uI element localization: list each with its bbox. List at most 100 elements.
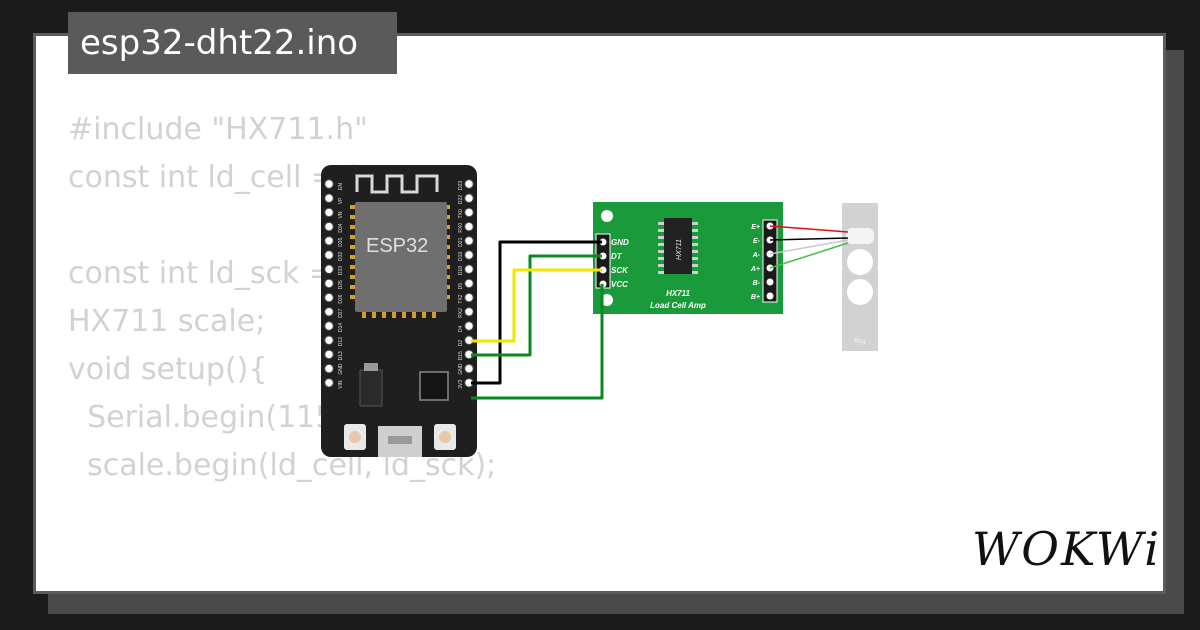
wire-gnd[interactable] bbox=[471, 240, 602, 385]
esp32-pin-label: VIN bbox=[338, 380, 344, 389]
esp32-pin[interactable] bbox=[464, 278, 474, 289]
boot-button[interactable] bbox=[344, 424, 366, 450]
wire-dt[interactable] bbox=[471, 254, 602, 357]
esp32-pin[interactable] bbox=[324, 193, 334, 203]
sketch-title: esp32-dht22.ino bbox=[68, 12, 397, 74]
esp32-right-header: D23D22TX0RX0D21D19D18D5TX2RX2D4D2D15GND3… bbox=[458, 179, 474, 389]
esp32-pin[interactable] bbox=[324, 207, 334, 218]
hx711-pin[interactable] bbox=[599, 238, 607, 246]
strain-gauge bbox=[846, 228, 874, 244]
wire-a-minus[interactable] bbox=[769, 239, 849, 255]
esp32-pin-label: D5 bbox=[458, 283, 464, 290]
hx711-pin-label: VCC bbox=[611, 280, 628, 289]
esp32-pin[interactable] bbox=[464, 193, 474, 203]
load-cell[interactable]: 5kg bbox=[842, 203, 878, 351]
esp32-pin[interactable] bbox=[324, 378, 334, 388]
hx711-board-subtitle: Load Cell Amp bbox=[650, 301, 706, 310]
esp32-pin[interactable] bbox=[324, 307, 334, 317]
wire-e-plus[interactable] bbox=[769, 225, 849, 233]
esp32-pin-label: D26 bbox=[338, 294, 344, 303]
hx711-pin[interactable] bbox=[599, 266, 607, 274]
esp32-pin[interactable] bbox=[464, 307, 474, 317]
esp32-pin[interactable] bbox=[464, 363, 474, 374]
esp32-pin-label: D2 bbox=[458, 340, 464, 347]
esp32-pin-label: GND bbox=[458, 363, 464, 375]
esp32-pin[interactable] bbox=[324, 292, 334, 303]
esp32-pin[interactable] bbox=[324, 236, 334, 246]
esp32-pin-label: RX0 bbox=[458, 223, 464, 233]
esp32-pin-label: TX2 bbox=[458, 294, 464, 303]
esp32-pin[interactable] bbox=[324, 278, 334, 289]
usb-slot bbox=[388, 436, 412, 444]
esp32-pin-label: D32 bbox=[338, 252, 344, 261]
esp32-pin[interactable] bbox=[324, 221, 334, 232]
esp32-pin-label: D14 bbox=[338, 323, 344, 332]
esp32-pin[interactable] bbox=[464, 207, 474, 218]
esp32-pin-label: VP bbox=[338, 197, 344, 204]
hx711-pin[interactable] bbox=[766, 292, 774, 300]
wire-vcc[interactable] bbox=[471, 284, 604, 400]
esp32-pin[interactable] bbox=[464, 321, 474, 331]
hx711-right-pins: E+E-A-A+B-B+ bbox=[750, 222, 774, 301]
hx711-pin[interactable] bbox=[766, 278, 774, 286]
hx711-pin-label: E+ bbox=[751, 224, 760, 231]
esp32-pin[interactable] bbox=[324, 264, 334, 274]
esp32-pin[interactable] bbox=[464, 236, 474, 246]
hx711-pin[interactable] bbox=[599, 252, 607, 260]
esp32-pin-label: D21 bbox=[458, 237, 464, 246]
esp32-pin-label: D4 bbox=[458, 325, 464, 332]
reset-button[interactable] bbox=[434, 424, 456, 450]
esp32-pin-label: D22 bbox=[458, 195, 464, 204]
esp32-pin-label: D27 bbox=[338, 308, 344, 317]
hx711-board-label: HX711 bbox=[666, 289, 690, 298]
hx711-pin-label: B- bbox=[753, 280, 761, 287]
antenna-icon bbox=[355, 174, 439, 194]
mount-hole bbox=[601, 210, 613, 222]
esp32-pin-label: D35 bbox=[338, 237, 344, 246]
esp32-pin-label: D13 bbox=[338, 351, 344, 360]
esp32-pin[interactable] bbox=[324, 250, 334, 260]
code-line: void setup(){ bbox=[68, 352, 268, 387]
wire-a-plus[interactable] bbox=[769, 242, 849, 269]
esp32-pin[interactable] bbox=[464, 179, 474, 189]
mount-hole bbox=[601, 294, 613, 306]
esp32-pin-label: D25 bbox=[338, 280, 344, 289]
hx711-pin-label: B+ bbox=[751, 294, 760, 301]
esp32-pin[interactable] bbox=[324, 321, 334, 331]
usb-chip bbox=[419, 371, 449, 401]
wokwi-logo: WOKWi bbox=[972, 522, 1161, 576]
esp32-pin[interactable] bbox=[324, 179, 334, 189]
esp32-pin[interactable] bbox=[464, 264, 474, 274]
esp32-left-header: ENVPVND34D35D32D33D25D26D27D14D12D13GNDV… bbox=[324, 179, 344, 389]
esp32-pin-label: D15 bbox=[458, 351, 464, 360]
wire-e-minus[interactable] bbox=[769, 237, 849, 241]
esp32-pin-label: D23 bbox=[458, 181, 464, 190]
esp32-pin[interactable] bbox=[324, 363, 334, 374]
esp32-pin-label: D34 bbox=[338, 223, 344, 232]
load-cell-hole bbox=[847, 249, 873, 275]
esp32-module bbox=[355, 202, 447, 312]
load-cell-label: 5kg bbox=[854, 338, 865, 345]
wires bbox=[471, 225, 849, 400]
esp32-pin-label: EN bbox=[338, 183, 344, 190]
regulator-tab bbox=[364, 363, 378, 371]
hx711-pin-label: E- bbox=[753, 238, 761, 245]
esp32-pin-label: D12 bbox=[338, 337, 344, 346]
esp32-pin-label: GND bbox=[338, 363, 344, 375]
esp32-pin[interactable] bbox=[464, 292, 474, 303]
esp32-board[interactable]: ESP32 ENVPVND34D35D32D33D25D26D27D14D12D… bbox=[321, 165, 477, 457]
esp32-pin[interactable] bbox=[324, 349, 334, 360]
load-cell-hole bbox=[847, 279, 873, 305]
esp32-pin[interactable] bbox=[324, 335, 334, 345]
hx711-pin-label: SCK bbox=[611, 266, 629, 275]
esp32-pin[interactable] bbox=[464, 221, 474, 232]
esp32-label: ESP32 bbox=[366, 235, 428, 257]
svg-text:HX711: HX711 bbox=[676, 239, 683, 260]
wire-sck[interactable] bbox=[471, 268, 602, 343]
hx711-chip: HX711 bbox=[658, 218, 698, 274]
hx711-right-header bbox=[762, 219, 778, 303]
esp32-pin[interactable] bbox=[464, 250, 474, 260]
